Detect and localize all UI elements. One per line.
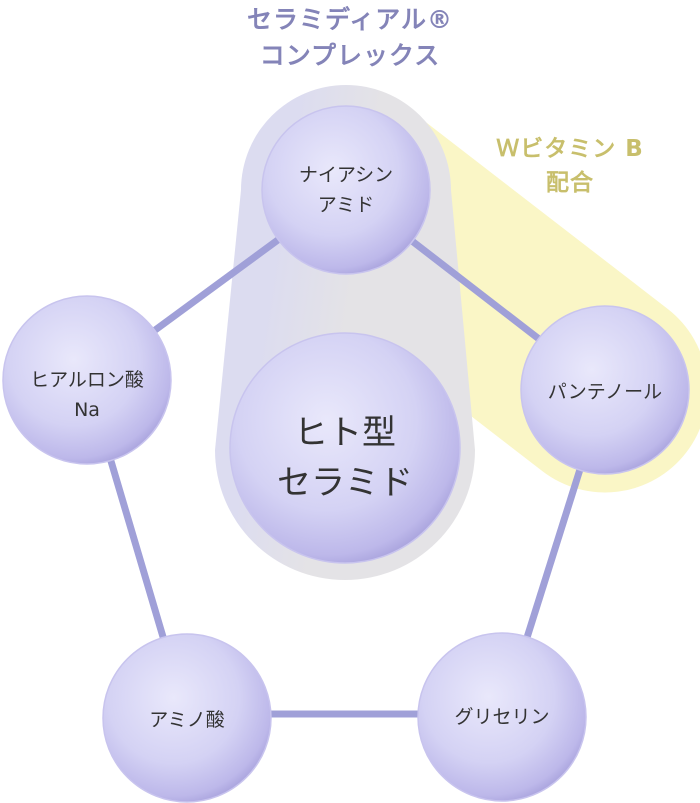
sphere-glycerin <box>417 632 587 802</box>
label-ceramide: ヒト型 セラミド <box>277 413 413 503</box>
sphere-amino <box>102 633 272 803</box>
label-niacinamide: ナイアシン アミド <box>298 164 394 216</box>
label-glycerin: グリセリン <box>454 706 550 728</box>
sphere-panthenol <box>520 305 690 475</box>
vitamin-b-label: Ｗビタミン B 配合 <box>496 136 644 196</box>
sphere-hyaluronic <box>2 295 172 465</box>
sphere-niacinamide <box>261 105 431 275</box>
label-panthenol: パンテノール <box>547 381 663 403</box>
label-hyaluronic: ヒアルロン酸 Na <box>30 369 144 421</box>
complex-title: セラミディアル® コンプレックス <box>246 5 453 70</box>
sphere-ceramide <box>229 332 461 564</box>
label-amino: アミノ酸 <box>149 709 225 731</box>
